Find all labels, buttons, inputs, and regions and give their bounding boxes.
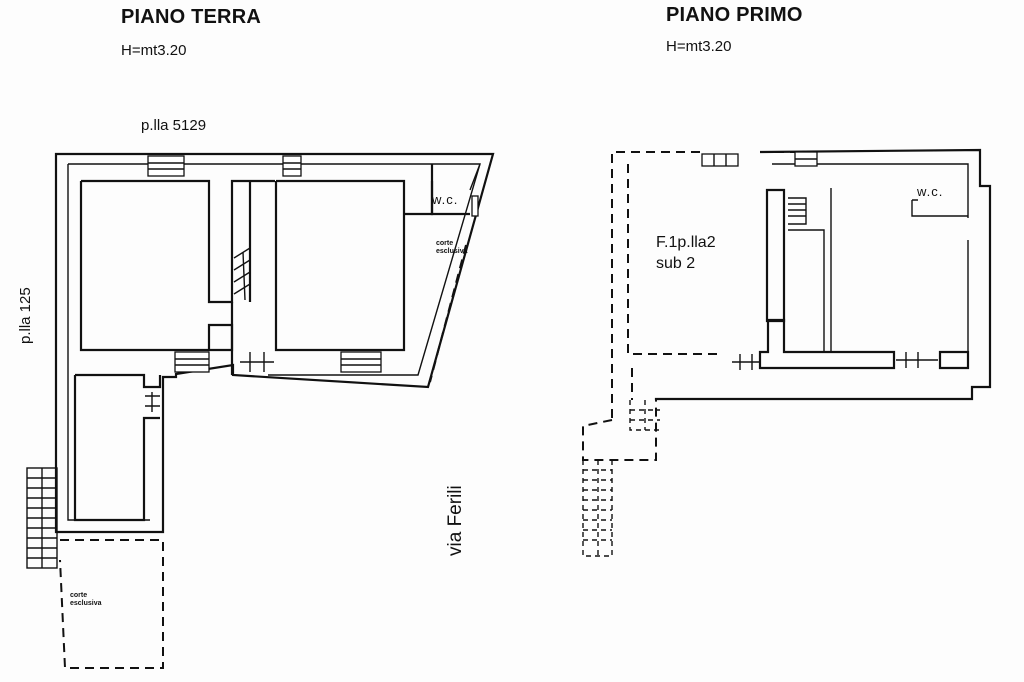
first-floor-plan — [582, 148, 992, 557]
ground-floor-height: H=mt3.20 — [121, 42, 187, 59]
first-floor-wc-label: w.c. — [917, 184, 944, 199]
ground-external-stair — [26, 467, 58, 569]
ground-window-2 — [282, 155, 302, 177]
ground-outer-wall-inner — [68, 163, 481, 376]
parcel-5129-label: p.lla 5129 — [141, 117, 207, 134]
ground-wc-room — [430, 164, 470, 216]
ground-room-2 — [274, 179, 434, 352]
ground-window-1 — [147, 155, 185, 177]
first-floor-title: PIANO PRIMO — [666, 4, 803, 26]
first-dashed-outline — [611, 151, 800, 420]
first-floor-parcel-label: F.1p.lla2 sub 2 — [656, 234, 716, 272]
first-window-1 — [701, 153, 739, 167]
ground-floor-plan — [26, 152, 495, 669]
yard-south-label: corte esclusiva — [70, 592, 102, 607]
ground-room-1 — [79, 179, 275, 352]
ground-yard-east — [429, 244, 467, 383]
first-outer-wall — [654, 148, 992, 401]
ground-yard-south — [59, 539, 164, 669]
first-room-divider — [765, 188, 786, 323]
first-wc-room — [911, 199, 968, 217]
first-stair — [788, 197, 807, 225]
first-floor-height: H=mt3.20 — [666, 38, 732, 55]
ground-stair — [233, 247, 251, 295]
first-external-stair — [582, 400, 660, 557]
ground-window-3 — [174, 351, 210, 373]
ground-room-3 — [73, 373, 162, 522]
ground-window-4 — [340, 351, 382, 373]
yard-east-label: corte esclusiva — [436, 240, 468, 255]
ground-floor-title: PIANO TERRA — [121, 6, 261, 28]
ground-floor-wc-label: w.c. — [432, 192, 459, 207]
